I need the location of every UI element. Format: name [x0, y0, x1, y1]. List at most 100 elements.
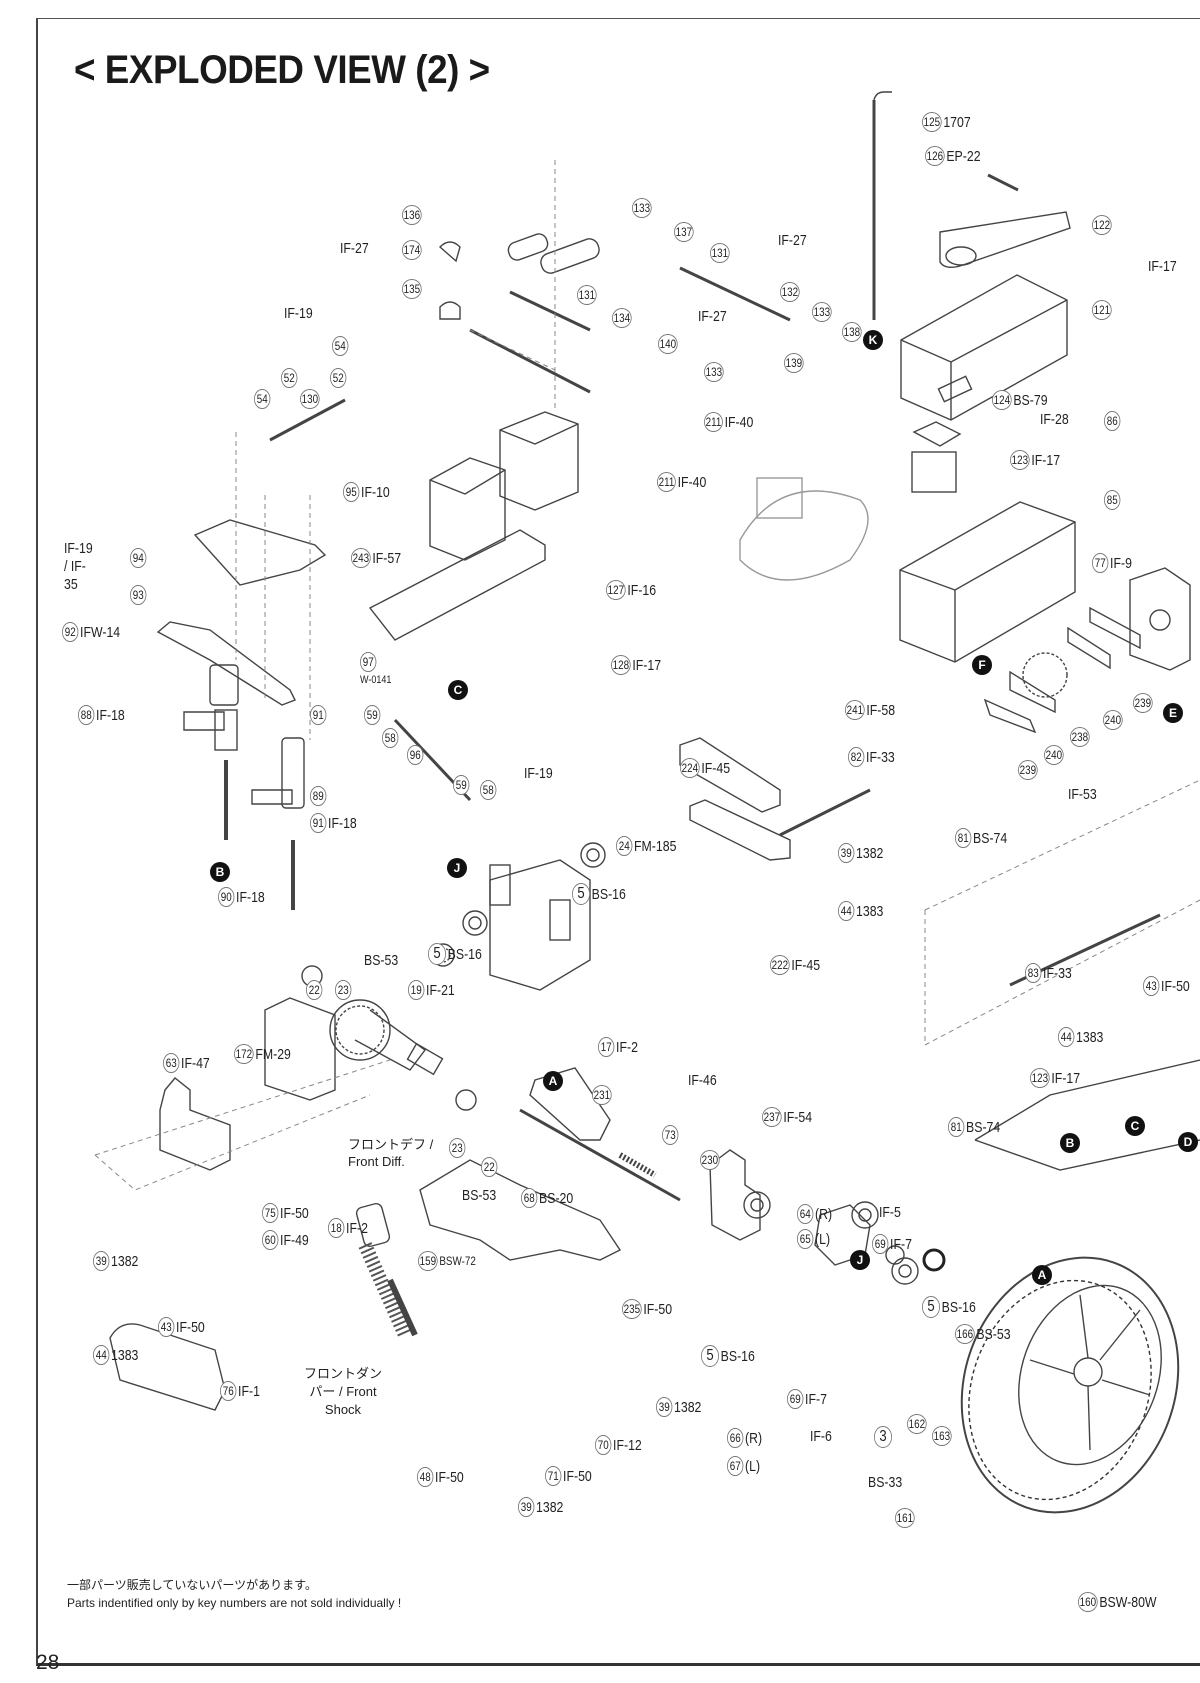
- callout-139: 139: [784, 353, 804, 373]
- page-title: < EXPLODED VIEW (2) >: [74, 48, 490, 92]
- group-if-46: IF-46: [688, 1072, 717, 1089]
- battery-pack: [739, 477, 869, 581]
- main-chassis-rear: [974, 1059, 1200, 1171]
- group-if-53: IF-53: [1068, 786, 1097, 803]
- wheel: [960, 1256, 1180, 1514]
- callout-52a: 52: [281, 368, 298, 388]
- callout-93: 93: [130, 585, 147, 605]
- front-plate: [159, 1077, 231, 1171]
- group-bs-53-bottom: BS-53: [462, 1187, 497, 1204]
- steering-post-right: [251, 737, 305, 910]
- callout-59a: 59: [364, 705, 381, 725]
- group-if-6: IF-6: [810, 1428, 832, 1445]
- guide-lines: [94, 160, 1200, 1191]
- callout-58a: 58: [382, 728, 399, 748]
- callout-137: 137: [674, 222, 694, 242]
- callout-231: 231: [592, 1085, 612, 1105]
- group-if-27-right: IF-27: [778, 232, 807, 249]
- callout-67: 67(L): [727, 1456, 760, 1476]
- front-shock: [355, 1202, 418, 1338]
- receiver-box: [900, 274, 1068, 421]
- key-marker-j: J: [447, 858, 467, 878]
- callout-22a: 22: [306, 980, 323, 1000]
- front-differential: [329, 999, 444, 1076]
- group-if-27-left: IF-27: [340, 240, 369, 257]
- group-if-27-mid: IF-27: [698, 308, 727, 325]
- wheel-hex: [885, 1245, 946, 1285]
- callout-54b: 54: [254, 389, 271, 409]
- callout-65: 65(L): [797, 1229, 830, 1249]
- callout-66: 66(R): [727, 1428, 762, 1448]
- group-if-19-mid: IF-19: [524, 765, 553, 782]
- steering-post-left: [183, 664, 239, 840]
- switch: [911, 421, 962, 493]
- callout-135: 135: [402, 279, 422, 299]
- key-marker-a-chassis: A: [1032, 1265, 1052, 1285]
- servo-right: [499, 411, 579, 511]
- ifw-14-plate: [156, 621, 296, 706]
- callout-94: 94: [130, 548, 147, 568]
- front-bumper: [109, 1323, 226, 1411]
- callout-131b: 131: [577, 285, 597, 305]
- callout-52b: 52: [330, 368, 347, 388]
- group-if-28: IF-28: [1040, 411, 1069, 428]
- page-frame: [36, 18, 1200, 1666]
- front-bulkhead: [489, 859, 591, 991]
- servo-left: [429, 457, 506, 561]
- key-marker-b-chassis: B: [1060, 1133, 1080, 1153]
- callout-134: 134: [612, 308, 632, 328]
- callout-91a: 91: [310, 705, 327, 725]
- servo-saver-plates: [438, 233, 600, 320]
- front-shock-caption: フロントダンパー / Front Shock: [303, 1366, 382, 1417]
- key-marker-c: C: [448, 680, 468, 700]
- callout-59b: 59: [453, 775, 470, 795]
- antenna-pipe: [872, 91, 892, 320]
- footnote: 一部パーツ販売していないパーツがあります。 Parts indentified …: [67, 1576, 401, 1612]
- callout-240a: 240: [1044, 745, 1064, 765]
- callout-131a: 131: [710, 243, 730, 263]
- c-hub: [709, 1149, 761, 1241]
- callout-23b: 23: [449, 1138, 466, 1158]
- callout-238: 238: [1070, 727, 1090, 747]
- gear-box-cover: [264, 997, 336, 1101]
- footnote-japanese: 一部パーツ販売していないパーツがあります。: [67, 1578, 317, 1592]
- callout-230: 230: [700, 1150, 720, 1170]
- callout-3: 3: [874, 1426, 893, 1448]
